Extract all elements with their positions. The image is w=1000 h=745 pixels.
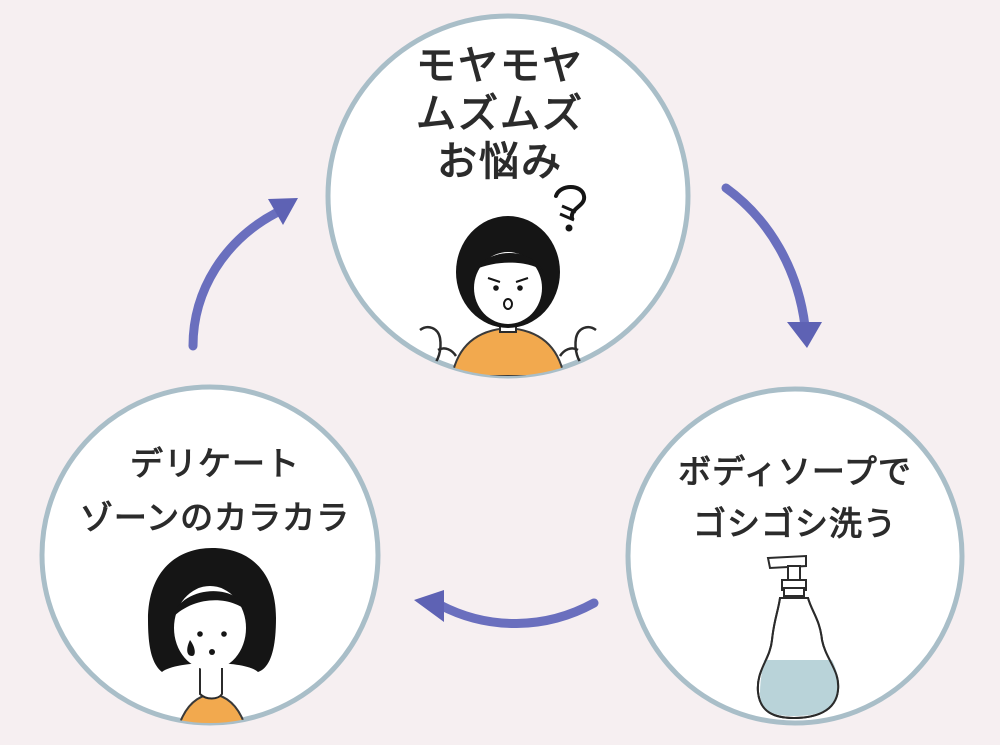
arrow-left-to-top bbox=[188, 198, 298, 351]
node-right-line-2: ゴシゴシ洗う bbox=[693, 504, 897, 543]
crying-woman-illustration bbox=[148, 548, 276, 723]
node-left bbox=[39, 384, 381, 726]
node-left-line-2: ゾーンのカラカラ bbox=[79, 498, 351, 537]
node-top bbox=[325, 13, 691, 379]
node-right bbox=[625, 386, 965, 726]
node-top-line-3: お悩み bbox=[437, 139, 563, 185]
worried-woman-illustration bbox=[419, 185, 597, 376]
node-left-label: デリケート ゾーンのカラカラ bbox=[30, 437, 400, 545]
node-top-label: モヤモヤ ムズムズ お悩み bbox=[330, 42, 670, 186]
node-top-line-2: ムズムズ bbox=[416, 91, 584, 137]
node-left-line-1: デリケート bbox=[130, 444, 300, 483]
arrow-top-to-right bbox=[721, 183, 822, 348]
node-top-line-1: モヤモヤ bbox=[416, 43, 584, 89]
body-soap-bottle-icon bbox=[756, 554, 840, 720]
node-right-label: ボディソープで ゴシゴシ洗う bbox=[620, 446, 970, 550]
arrow-right-to-left bbox=[414, 590, 599, 628]
node-right-line-1: ボディソープで bbox=[678, 452, 912, 491]
